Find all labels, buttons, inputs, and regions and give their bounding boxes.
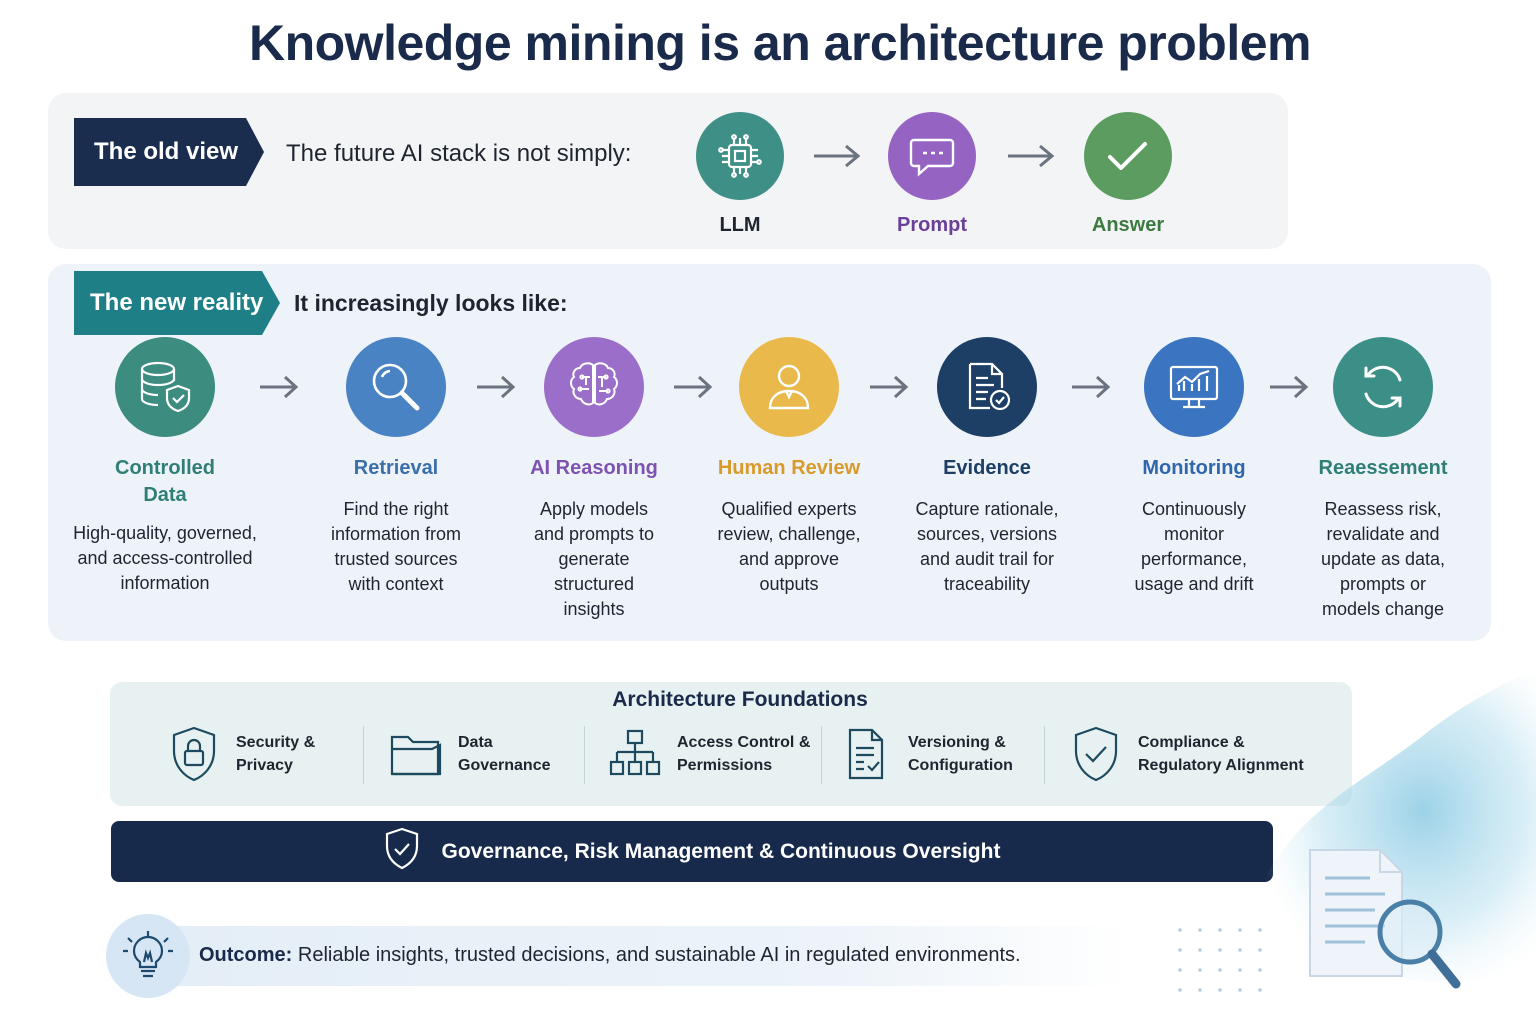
step-description: Reassess risk, revalidate and update as … — [1320, 499, 1446, 619]
shield-check-icon — [1068, 724, 1124, 784]
step-human-review: Human Review Qualified experts review, c… — [694, 337, 884, 597]
brain-icon — [544, 337, 644, 437]
foundations-title: Architecture Foundations — [612, 688, 868, 711]
old-node-llm: LLM — [675, 112, 805, 237]
outcome-label: Outcome: — [199, 944, 293, 966]
governance-text: Governance, Risk Management & Continuous… — [441, 839, 1001, 863]
step-ai-reasoning: AI Reasoning Apply models and prompts to… — [499, 337, 689, 622]
step-label: Controlled Data — [115, 457, 215, 506]
checkmark-icon — [1084, 112, 1172, 200]
magnifier-icon — [346, 337, 446, 437]
step-label: Human Review — [717, 457, 861, 479]
arrow-right-icon — [1072, 375, 1111, 399]
step-description: Capture rationale, sources, versions and… — [915, 499, 1059, 594]
chip-icon — [696, 112, 784, 200]
foundation-label: Security & Privacy — [236, 734, 316, 774]
lightbulb-icon — [106, 914, 190, 998]
foundation-item-compliance: Compliance & Regulatory Alignment — [1068, 724, 1304, 784]
arrow-right-icon — [477, 375, 516, 399]
new-reality-text: It increasingly looks like: — [294, 290, 568, 316]
old-view-panel — [48, 93, 1288, 249]
step-description: High-quality, governed, and access-contr… — [73, 523, 257, 593]
step-label: Monitoring — [1142, 457, 1246, 479]
divider — [584, 726, 585, 784]
step-reassessment: Reaessement Reassess risk, revalidate an… — [1288, 337, 1478, 622]
monitor-chart-icon — [1144, 337, 1244, 437]
step-controlled-data: Controlled Data High-quality, governed, … — [70, 337, 260, 596]
foundation-label: Compliance & Regulatory Alignment — [1138, 734, 1304, 774]
step-description: Find the right information from trusted … — [330, 499, 462, 594]
old-node-answer: Answer — [1063, 112, 1193, 237]
divider — [821, 726, 822, 784]
chat-bubble-icon — [888, 112, 976, 200]
divider — [1044, 726, 1045, 784]
database-shield-icon — [115, 337, 215, 437]
page-title: Knowledge mining is an architecture prob… — [248, 15, 1312, 71]
folder-icon — [388, 724, 444, 784]
outcome-band — [150, 926, 1130, 986]
document-magnifier-illustration — [1178, 670, 1536, 992]
old-node-prompt: Prompt — [867, 112, 997, 237]
document-list-icon — [838, 724, 894, 784]
step-description: Continuously monitor performance, usage … — [1134, 499, 1254, 594]
person-icon — [739, 337, 839, 437]
shield-check-icon — [384, 827, 420, 876]
foundation-item-data-governance: Data Governance — [388, 724, 550, 784]
step-label: Evidence — [943, 457, 1031, 479]
shield-lock-icon — [166, 724, 222, 784]
new-reality-tag: The new reality — [74, 271, 280, 335]
old-node-label: Answer — [1091, 214, 1165, 236]
foundations-panel — [110, 682, 1352, 806]
foundation-item-security: Security & Privacy — [166, 724, 315, 784]
outcome-body: Reliable insights, trusted decisions, an… — [297, 944, 1021, 966]
new-reality-panel — [48, 264, 1491, 641]
governance-bar: Governance, Risk Management & Continuous… — [111, 821, 1273, 882]
step-description: Qualified experts review, challenge, and… — [717, 499, 861, 594]
outcome-text: Outcome: Reliable insights, trusted deci… — [199, 944, 1021, 967]
step-label: Retrieval — [353, 457, 439, 479]
org-chart-icon — [607, 724, 663, 784]
step-retrieval: Retrieval Find the right information fro… — [301, 337, 491, 597]
arrow-right-icon — [1008, 144, 1055, 168]
step-monitoring: Monitoring Continuously monitor performa… — [1099, 337, 1289, 597]
step-description: Apply models and prompts to generate str… — [533, 499, 655, 619]
refresh-icon — [1333, 337, 1433, 437]
old-node-label: LLM — [719, 214, 761, 236]
document-check-icon — [937, 337, 1037, 437]
step-label: AI Reasoning — [530, 457, 658, 479]
arrow-right-icon — [1270, 375, 1309, 399]
step-label: Reaessement — [1318, 457, 1448, 479]
arrow-right-icon — [814, 144, 861, 168]
foundation-item-versioning: Versioning & Configuration — [838, 724, 1013, 784]
old-node-label: Prompt — [897, 214, 967, 236]
foundation-item-access-control: Access Control & Permissions — [607, 724, 810, 784]
divider — [363, 726, 364, 784]
step-evidence: Evidence Capture rationale, sources, ver… — [892, 337, 1082, 597]
foundation-label: Data Governance — [458, 734, 551, 774]
old-view-tag: The old view — [74, 118, 264, 186]
foundation-label: Access Control & Permissions — [677, 734, 811, 774]
foundation-label: Versioning & Configuration — [908, 734, 1013, 774]
old-view-text: The future AI stack is not simply: — [286, 140, 632, 167]
arrow-right-icon — [260, 375, 299, 399]
arrow-right-icon — [870, 375, 909, 399]
arrow-right-icon — [674, 375, 713, 399]
